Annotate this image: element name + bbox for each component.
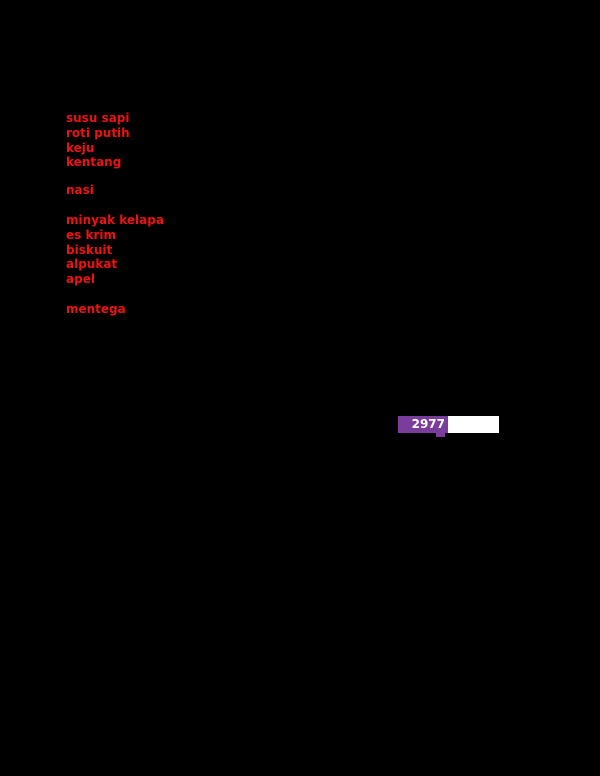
food-item-kentang: kentang: [66, 155, 122, 169]
food-item-roti-putih: roti putih: [66, 126, 130, 140]
count-badge-value: 2977: [398, 416, 448, 433]
food-item-alpukat: alpukat: [66, 257, 118, 271]
food-item-minyak-kelapa: minyak kelapa: [66, 213, 164, 227]
food-item-apel: apel: [66, 272, 95, 286]
food-item-es-krim: es krim: [66, 228, 116, 242]
food-item-nasi: nasi: [66, 183, 94, 197]
food-item-keju: keju: [66, 141, 95, 155]
count-badge-tail: [436, 433, 445, 437]
count-badge: 2977: [398, 416, 499, 433]
food-item-susu-sapi: susu sapi: [66, 111, 130, 125]
count-badge-blank-box: [448, 416, 499, 433]
food-item-biskuit: biskuit: [66, 243, 113, 257]
food-item-mentega: mentega: [66, 302, 126, 316]
